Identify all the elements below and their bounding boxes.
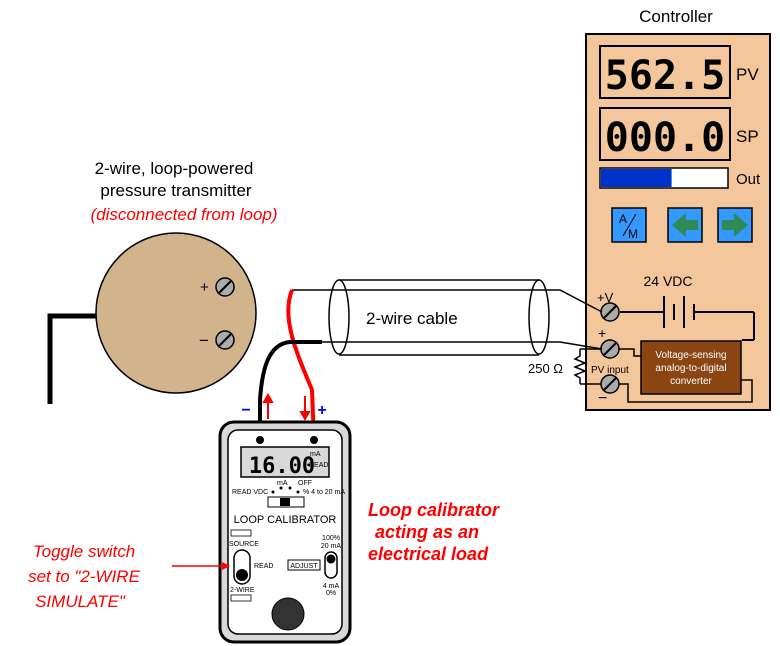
source-read-2wire-toggle[interactable] [233,549,251,585]
calibrator-unit-read: READ [309,462,328,469]
two-wire-label: 2-WIRE [230,587,255,594]
controller-title: Controller [639,7,713,26]
plus-v-label: +V [597,290,614,305]
adc-converter [640,340,742,395]
pv-input-label: PV input [591,365,629,376]
calibrator-knob[interactable] [271,597,305,631]
left-arrow-icon [672,213,698,237]
calibrator-minus-label: − [241,402,250,419]
auto-manual-button[interactable]: A M [611,207,647,243]
red-test-lead [286,289,316,441]
toggle-annotation-line-1: Toggle switch [33,542,135,561]
current-up-arrow-icon [262,392,274,419]
calibrator-unit-ma: mA [310,451,321,458]
calibrator-plus-jack [310,436,318,444]
adjust-top-pct: 100% [322,535,340,542]
mode-selector-switch[interactable] [267,496,305,508]
resistor-symbol [572,349,588,384]
decrease-button[interactable] [667,207,703,243]
toggle-annotation-line-2: set to "2-WIRE [28,567,140,586]
source-label: SOURCE [229,541,259,548]
adjust-bottom-pct: 0% [326,590,336,597]
am-bottom-label: M [628,227,638,241]
mode-off-label: OFF [298,480,312,487]
mode-read-vdc-label: READ VDC [232,489,268,496]
plus-terminal-label: + [598,325,606,341]
calibrator-name: LOOP CALIBRATOR [234,514,337,526]
converter-line-3: converter [670,376,712,387]
toggle-pointer-arrow-icon [172,562,230,570]
sp-label: SP [736,127,759,146]
pv-display [599,45,731,99]
calibrator-plus-label: + [317,402,326,419]
adjust-top-ma: 20 mA [321,543,342,550]
transmitter-body [95,232,257,394]
increase-button[interactable] [717,207,753,243]
transmitter-minus-label: − [199,331,209,350]
transmitter-plus-label: + [200,279,209,296]
cable-label: 2-wire cable [366,309,458,328]
pv-value: 562.5 [605,53,725,99]
adjust-label: ADJUST [290,563,318,570]
read-label: READ [254,563,273,570]
out-label: Out [736,171,761,188]
transmitter-status: (disconnected from loop) [90,205,277,224]
load-annotation-line-2: acting as an [375,522,479,542]
toggle-annotation-line-3: SIMULATE" [35,592,126,611]
transmitter-title-line-1: 2-wire, loop-powered [95,159,254,178]
two-wire-cable [292,279,603,356]
adjust-toggle[interactable] [324,551,338,579]
load-annotation-line-1: Loop calibrator [368,500,500,520]
load-annotation-line-3: electrical load [368,544,489,564]
transmitter-title-line-2: pressure transmitter [100,181,251,200]
converter-line-1: Voltage-sensing [655,350,726,361]
am-top-label: A [619,212,627,226]
output-bargraph-fill [601,169,672,187]
calibrator-minus-jack [256,436,264,444]
pv-label: PV [736,65,759,84]
right-arrow-icon [722,213,748,237]
supply-label: 24 VDC [643,273,692,289]
sp-display [599,107,731,161]
calibrator-display [240,446,330,478]
converter-line-2: analog-to-digital [655,363,726,374]
battery-symbol [620,296,755,341]
adjust-bottom-ma: 4 mA [323,583,340,590]
loop-calibrator-face [227,429,343,635]
sp-value: 000.0 [605,115,725,161]
black-test-lead [258,340,322,440]
mode-ma-label: mA [277,480,288,487]
current-down-arrow-icon [299,396,311,422]
minus-terminal-label: − [598,390,607,407]
calibrator-display-value: 16.00 [249,454,315,479]
mode-pct-label: % 4 to 20 mA [303,489,345,496]
resistor-label: 250 Ω [528,361,563,376]
